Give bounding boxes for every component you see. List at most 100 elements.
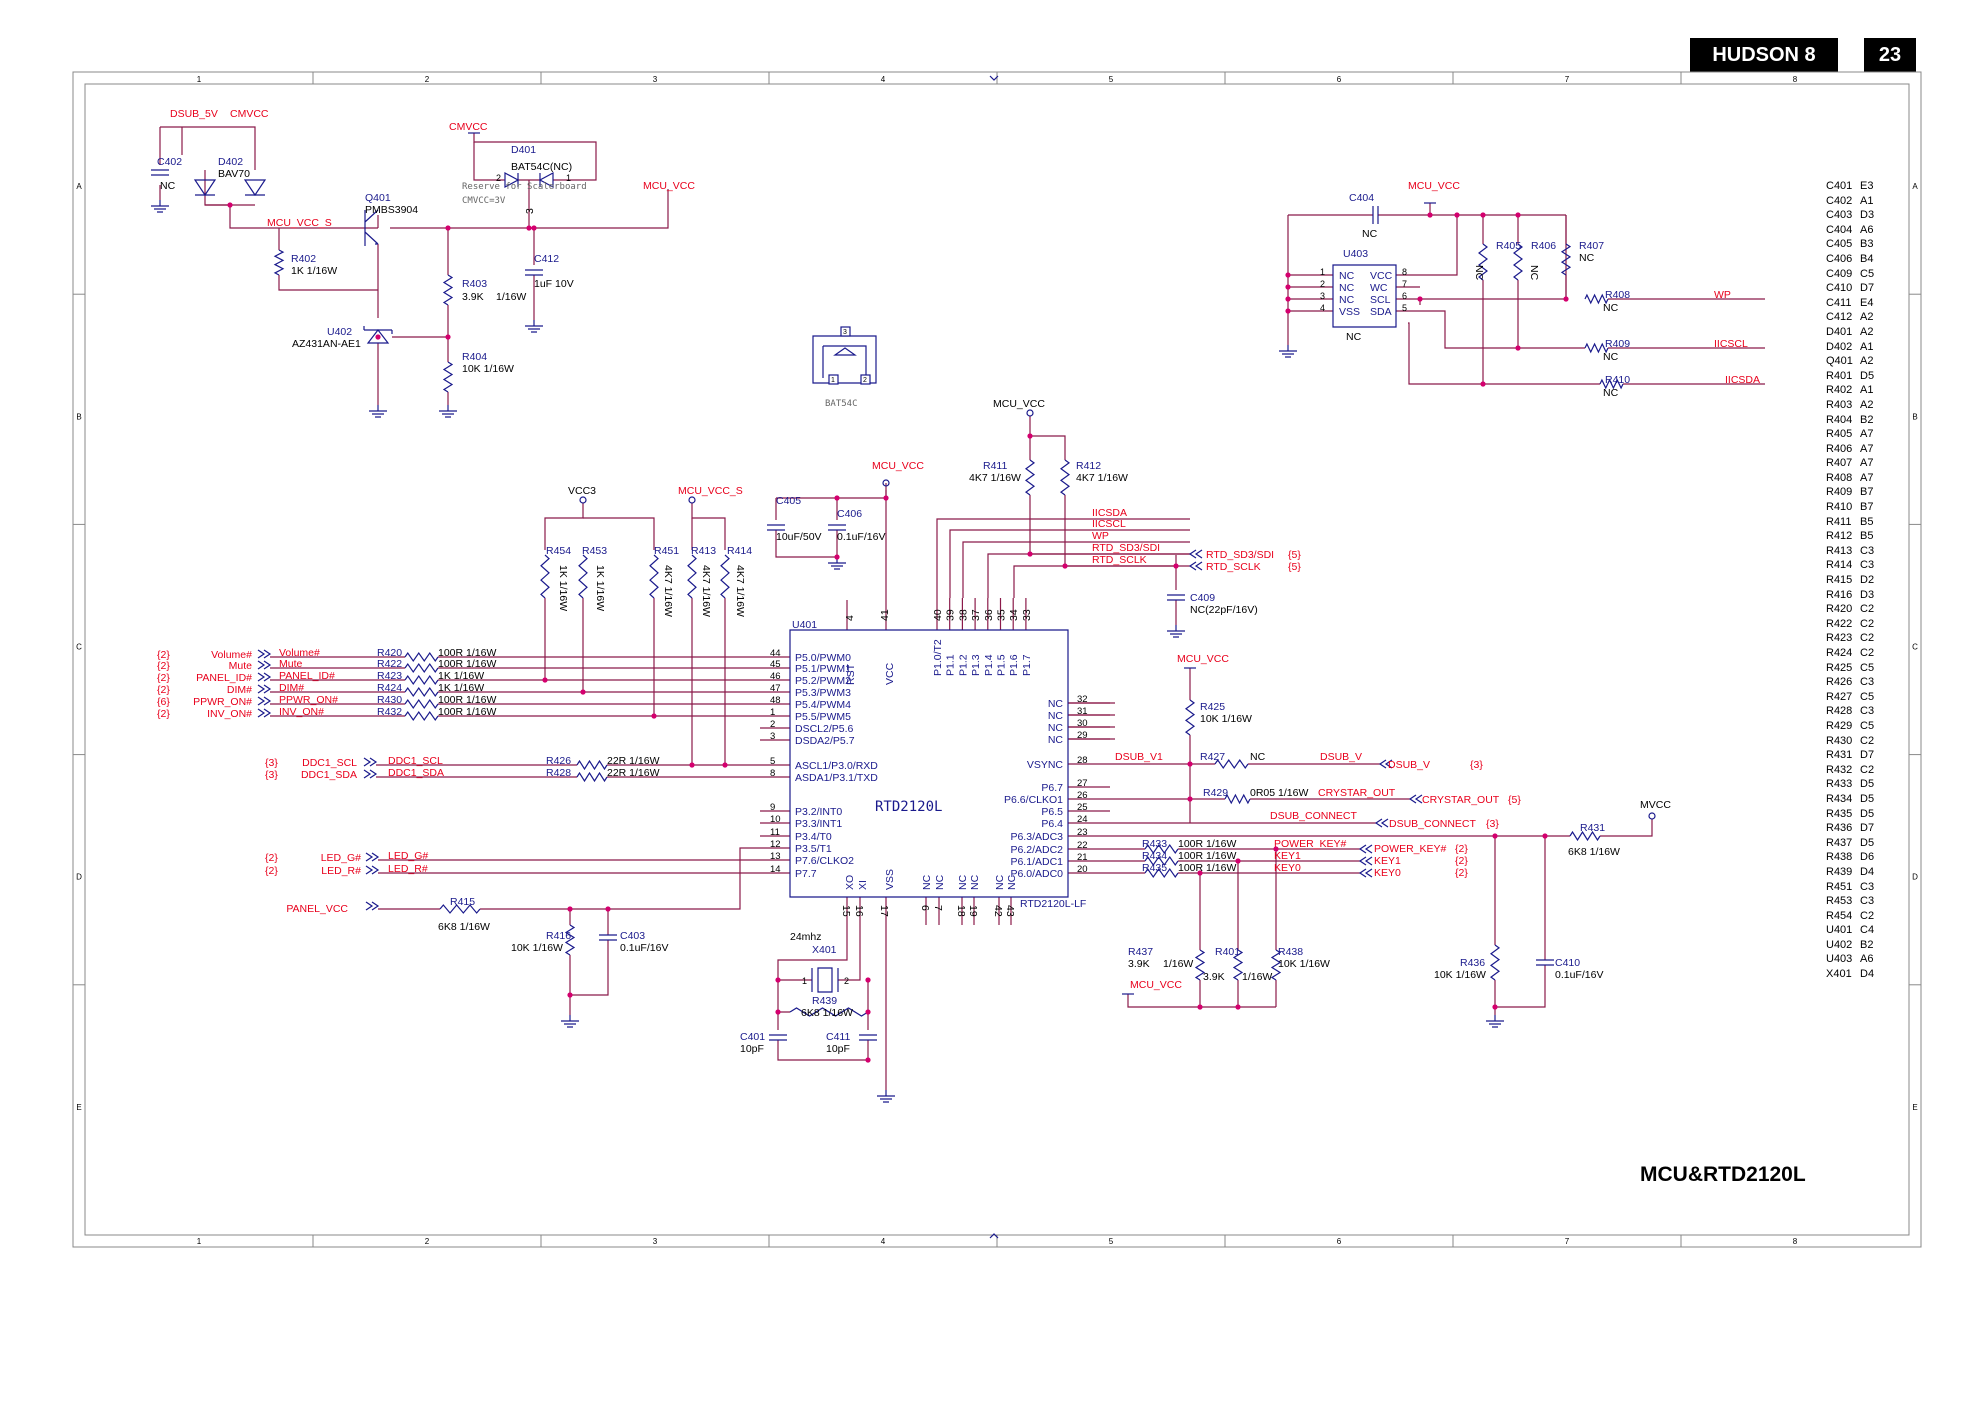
right-pin-name: NC xyxy=(1048,722,1064,734)
d401-note2: CMVCC=3V xyxy=(462,196,506,206)
r404-value: 10K 1/16W xyxy=(462,363,514,375)
pin-xi: XI xyxy=(857,880,869,890)
grid-col-label: 3 xyxy=(653,1237,658,1246)
bottom-nc-pin: NC xyxy=(969,874,981,890)
net-mcu-vcc-r425: MCU_VCC xyxy=(1177,653,1229,665)
left-pin-num: 1 xyxy=(770,707,775,718)
r451-value: 4K7 1/16W xyxy=(662,565,674,617)
top-pin-num: 33 xyxy=(1021,609,1033,621)
d402-value: BAV70 xyxy=(218,168,250,180)
left-pin-name: ASDA1/P3.1/TXD xyxy=(795,772,878,784)
r425-ref: R425 xyxy=(1200,701,1225,713)
r438-value: 10K 1/16W xyxy=(1278,958,1330,970)
u403-value: NC xyxy=(1346,331,1362,343)
right-pin-name: P6.1/ADC1 xyxy=(1010,856,1063,868)
input-resistor-value: 100R 1/16W xyxy=(438,694,496,706)
junction-dots xyxy=(227,202,1569,1063)
wires xyxy=(159,126,1765,1090)
d401-pin1: 1 xyxy=(566,173,571,183)
key-resistor-value: 100R 1/16W xyxy=(1178,862,1236,874)
input-net: INV_ON# xyxy=(279,706,324,718)
d401-pin3: 3 xyxy=(524,208,536,214)
u403-pin-num-right: 7 xyxy=(1402,279,1407,289)
r409-value: NC xyxy=(1603,351,1619,363)
right-pin-num: 25 xyxy=(1077,802,1088,813)
r405-ref: R405 xyxy=(1496,240,1521,252)
bottom-nc-pin: NC xyxy=(934,874,946,890)
page-number: 23 xyxy=(1864,38,1916,72)
left-pin-name: P3.2/INT0 xyxy=(795,806,842,818)
r416-value: 10K 1/16W xyxy=(511,942,563,954)
grid-row-label: A xyxy=(76,182,82,191)
grid-col-label: 7 xyxy=(1565,75,1570,84)
top-pin-name: P1.4 xyxy=(983,654,995,676)
right-pin-name: VSYNC xyxy=(1027,759,1064,771)
left-pin-num: 47 xyxy=(770,683,781,694)
u403-pin-num-left: 4 xyxy=(1320,303,1325,313)
left-pin-name: P3.5/T1 xyxy=(795,843,832,855)
input-net: PPWR_ON# xyxy=(279,694,338,706)
input-port: INV_ON# xyxy=(207,708,252,720)
left-pin-num: 13 xyxy=(770,851,781,862)
bottom-nc-pin: NC xyxy=(921,874,933,890)
net-wp: WP xyxy=(1714,289,1731,301)
u401-ref: U401 xyxy=(792,619,817,631)
left-pin-name: P5.3/PWM3 xyxy=(795,687,851,699)
c405-value: 10uF/50V xyxy=(776,531,822,543)
u403-pin-left: NC xyxy=(1339,294,1355,306)
input-resistor-ref: R430 xyxy=(377,694,402,706)
bat54c-label: BAT54C xyxy=(825,399,858,409)
grid-row-label: B xyxy=(76,412,81,421)
grid-col-label: 8 xyxy=(1793,75,1798,84)
c401-value: 10pF xyxy=(740,1043,764,1055)
input-net: Mute xyxy=(279,658,303,670)
input-net: Volume# xyxy=(279,647,320,659)
u403-pin-left: NC xyxy=(1339,282,1355,294)
ddc-ref: {3} xyxy=(265,757,278,769)
rtd-sclk-port: RTD_SCLK xyxy=(1206,561,1261,573)
left-pin-num: 2 xyxy=(770,719,775,730)
left-pin-name: ASCL1/P3.0/RXD xyxy=(795,760,878,772)
grid-col-label: 8 xyxy=(1793,1237,1798,1246)
r439-value: 6K8 1/16W xyxy=(801,1007,853,1019)
u403-ref: U403 xyxy=(1343,248,1368,260)
top-pin-num: 37 xyxy=(970,609,982,621)
input-ref: {2} xyxy=(157,684,170,696)
r414-value: 4K7 1/16W xyxy=(734,565,746,617)
r409-ref: R409 xyxy=(1605,338,1630,350)
key-resistor-ref: R434 xyxy=(1142,850,1167,862)
r403-value2: 1/16W xyxy=(496,291,526,303)
component-symbols xyxy=(151,75,1656,1239)
net-mcu-vcc-4: MCU_VCC xyxy=(1130,979,1182,991)
grid-row-label: C xyxy=(1912,643,1918,652)
d401-pin2: 2 xyxy=(496,173,501,183)
grid-row-label: C xyxy=(76,643,82,652)
pin-vcc: VCC xyxy=(884,662,896,685)
r436-value: 10K 1/16W xyxy=(1434,969,1486,981)
top-pin-num: 38 xyxy=(957,609,969,621)
r437-value2: 1/16W xyxy=(1163,958,1193,970)
input-net: PANEL_ID# xyxy=(279,670,335,682)
net-mcu-vcc-eeprom: MCU_VCC xyxy=(1408,180,1460,192)
c402-ref: C402 xyxy=(157,156,182,168)
header-title: HUDSON 8 xyxy=(1690,38,1838,72)
net-cmvcc: CMVCC xyxy=(230,108,269,120)
r407-ref: R407 xyxy=(1579,240,1604,252)
net-crystar-out: CRYSTAR_OUT xyxy=(1318,787,1396,799)
grid-col-label: 1 xyxy=(197,1237,202,1246)
right-pin-name: NC xyxy=(1048,710,1064,722)
